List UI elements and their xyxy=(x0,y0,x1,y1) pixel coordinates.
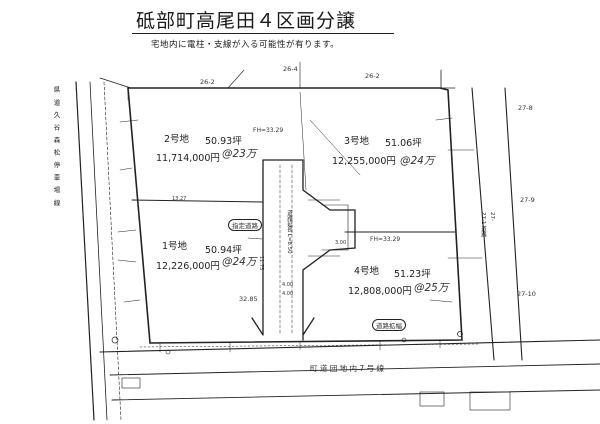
bottom-road-label: 町 道 団 地 内 7 号 線 xyxy=(310,364,384,373)
neighbor-parcel-27-9: 27-9 xyxy=(520,196,535,204)
dimension-32-85: 32.85 xyxy=(239,295,258,303)
neighbor-parcel-27-10: 27-10 xyxy=(517,290,536,298)
central-road-outline xyxy=(251,159,356,341)
lot-1-unit-price: @24万 xyxy=(222,256,257,268)
dimension-4-00-a: 4.00 xyxy=(282,282,294,288)
site-boundary xyxy=(127,87,463,344)
dimension-4-00-b: 4.00 xyxy=(282,291,294,297)
fh-label-right: FH=33.29 xyxy=(370,236,401,243)
neighbor-parcel-26-2-right: 26-2 xyxy=(365,72,380,80)
left-road-edge-1 xyxy=(75,81,95,421)
lot-2-price: 11,714,000円 xyxy=(156,153,220,164)
neighbor-parcel-26-2-left: 26-2 xyxy=(200,78,215,86)
right-road-edge-2 xyxy=(504,87,523,361)
lot-2-name: 2号地 xyxy=(164,134,190,145)
right-road-label-2: 27- xyxy=(489,212,495,221)
page-subtitle: 宅地内に電柱・支線が入る可能性が有ります。 xyxy=(151,40,340,50)
lot-3-unit-price: @24万 xyxy=(400,155,435,167)
page-title: 砥部町高尾田４区画分譲 xyxy=(136,10,357,32)
dimension-11-75: 11.75 xyxy=(258,256,264,271)
lot-3-name: 3号地 xyxy=(344,136,370,147)
lot-4-area: 51.23坪 xyxy=(394,269,431,280)
neighbor-parcel-26-4: 26-4 xyxy=(283,65,298,73)
lot-4-name: 4号地 xyxy=(354,266,380,277)
lot-3-price: 12,255,000円 xyxy=(332,156,396,167)
lot-2-unit-price: @23万 xyxy=(222,148,257,160)
dimension-3-00: 3.00 xyxy=(335,240,347,246)
lot-3-area: 51.06坪 xyxy=(385,138,422,149)
neighbor-parcel-27-8: 27-8 xyxy=(518,104,533,112)
fh-label-top: FH=33.29 xyxy=(253,127,284,134)
center-road-label: 道路延長 L=8.50 xyxy=(286,210,292,254)
right-road-edge-1 xyxy=(471,87,495,361)
lot-divider-left xyxy=(131,199,264,203)
lot-2-area: 50.93坪 xyxy=(205,136,242,147)
designated-road-label: 指定道路 xyxy=(228,219,262,231)
left-road-edge-2 xyxy=(89,81,108,421)
lot-4-price: 12,808,000円 xyxy=(348,286,412,297)
lot-1-name: 1号地 xyxy=(162,241,188,252)
bottom-road-edge-1 xyxy=(99,339,600,353)
lot-4-unit-price: @25万 xyxy=(414,282,449,294)
road-expansion-label: 道路拡幅 xyxy=(372,319,406,331)
dimension-13-27: 13.27 xyxy=(172,196,187,202)
left-road-label: 県 道 久 谷 森 松 停 車 場 線 xyxy=(52,86,60,208)
lot-1-price: 12,226,000円 xyxy=(156,261,220,272)
right-road-label-1: 27-1 道路 xyxy=(480,212,486,238)
title-underline xyxy=(132,33,394,34)
bottom-road-edge-2 xyxy=(109,363,600,376)
lot-1-area: 50.94坪 xyxy=(205,245,242,256)
